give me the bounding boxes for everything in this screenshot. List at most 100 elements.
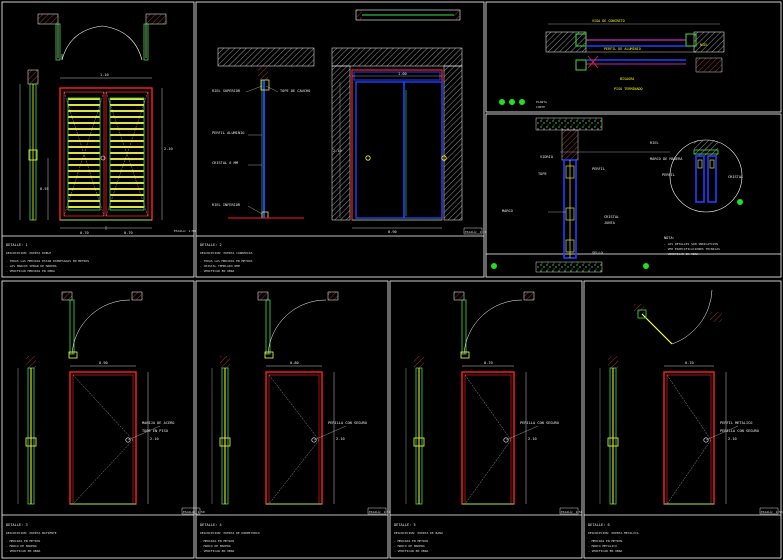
note: - MARCO DE MADERA	[6, 544, 37, 548]
door-swing-arc	[671, 289, 713, 345]
notes-title: DETALLE: 3	[6, 523, 28, 527]
sheet-scale: ESCALA: 1:50	[174, 229, 196, 233]
door-swing-arc	[101, 25, 143, 61]
dim-leaf: 0.70	[124, 231, 133, 235]
sheet-s5: 0.90 2.10 MANIJA DE ACERO TOPE EN PISO ESCAL…	[6, 291, 205, 553]
sheet-scale: ESCALA: 1:50	[183, 510, 205, 514]
door-swing-arc	[267, 299, 327, 355]
wall-hatch	[145, 13, 167, 25]
callout-label: JUNTA	[604, 221, 616, 225]
callout-label: PERFIL	[662, 173, 675, 177]
dim-height: 2.10	[150, 437, 159, 441]
section-marker-icon	[643, 263, 649, 269]
sheet-3: VIGA DE CONCRETO PERFIL DE ALUMINIO RIEL…	[499, 19, 725, 109]
note: - VER ESPECIFICACIONES TECNICAS	[664, 247, 720, 251]
section-marker-icon	[737, 199, 743, 205]
callout-label: PERFIL DE ALUMINIO	[604, 47, 641, 51]
note: - TODAS LAS MEDIDAS ESTAN EXPRESADAS EN …	[6, 259, 89, 263]
dim-height: 2.10	[164, 147, 173, 151]
notes-title: DETALLE: 1	[6, 243, 28, 247]
callout-label: RIEL	[650, 141, 659, 145]
section-marker-icon	[499, 99, 505, 105]
louver-panel	[109, 97, 145, 211]
notes-sub: DESCRIPCION: PUERTA DE BANO	[394, 531, 443, 535]
door-knob-icon	[125, 437, 131, 443]
door-knob-icon	[703, 437, 709, 443]
dim-handle: 0.55	[40, 187, 49, 191]
callout-label: PERFIL METALICO	[720, 421, 752, 425]
callout-label: CRISTAL	[604, 215, 619, 219]
callout-label: VIDRIO	[540, 155, 553, 159]
notes-sub: DESCRIPCION: PUERTA DE DORMITORIO	[200, 531, 260, 535]
callout-label: PISO TERMINADO	[614, 87, 643, 91]
callout-label: PERFIL ALUMINIO	[212, 131, 244, 135]
callout-label: BISAGRA	[620, 77, 634, 81]
callout-label: VIGA DE CONCRETO	[592, 19, 625, 23]
sheet-scale: ESCALA: 1:50	[561, 510, 583, 514]
note: - MEDIDAS EN METROS	[394, 539, 429, 543]
callout-label: TOPE EN PISO	[142, 429, 168, 433]
note: - MEDIDAS EN METROS	[6, 539, 41, 543]
door-swing-arc	[71, 299, 131, 355]
note: - VERIFICAR EN OBRA	[6, 549, 41, 553]
dim-width: 0.70	[484, 361, 493, 365]
notes-sub: DESCRIPCION: PUERTA DOBLE	[6, 251, 51, 255]
notes-sub: DESCRIPCION: PUERTA METALICA	[588, 531, 639, 535]
louver-panel	[67, 97, 101, 211]
note: - VERIFICAR EN OBRA	[588, 549, 623, 553]
dim-height: 2.10	[728, 437, 737, 441]
note: - LOS MARCOS SERAN DE MADERA	[6, 264, 57, 268]
dim-height: 2.10	[333, 149, 342, 153]
dim-height: 2.10	[528, 437, 537, 441]
dim-width: 1.10	[100, 73, 109, 77]
notes-title: DETALLE: 2	[200, 243, 222, 247]
note: - VERIFICAR EN OBRA	[664, 252, 699, 256]
notes-title: DETALLE: 6	[588, 523, 610, 527]
callout-label: RIEL SUPERIOR	[212, 89, 241, 93]
note: - CRISTAL TEMPLADO 6MM	[200, 264, 240, 268]
door-knob-icon	[311, 437, 317, 443]
door-knob-icon	[503, 437, 509, 443]
note: - VERIFICAR EN OBRA	[200, 269, 235, 273]
sheet-2: RIEL SUPERIOR TOPE DE CAUCHO PERFIL ALUM…	[200, 9, 487, 273]
note: PLANTA	[536, 100, 547, 104]
door-swing-arc	[61, 25, 103, 61]
notes-title: DETALLE: 5	[394, 523, 416, 527]
dim-height: 2.10	[336, 437, 345, 441]
callout-label: PERFIL	[592, 167, 605, 171]
section-marker-icon	[519, 99, 525, 105]
dim-width: 0.80	[290, 361, 299, 365]
swing-door-sheets: 0.90 2.10 MANIJA DE ACERO TOPE EN PISO ESCAL…	[6, 289, 783, 553]
callout-label: CRISTAL	[728, 175, 743, 179]
note: - VERIFICAR MEDIDAS EN OBRA	[6, 269, 55, 273]
sheet-s8: 0.70 2.10 PERFIL METALICO PERILLA CON SEGUR…	[588, 289, 783, 553]
sheet-scale: ESCALA: 1:50	[761, 510, 783, 514]
section-marker-icon	[509, 99, 515, 105]
dim-width: 0.70	[685, 361, 694, 365]
callout-label: MARCO	[502, 209, 513, 213]
glass-leaf	[403, 81, 443, 219]
section-marker-icon	[491, 263, 497, 269]
note: - MEDIDAS EN METROS	[588, 539, 623, 543]
sheet-1: 1.10 0.70 0.70 2.10 0.55 ESCALA: 1:50 DE…	[6, 13, 196, 273]
sheet-scale: ESCALA: 1:20	[465, 230, 487, 234]
callout-label: MANIJA DE ACERO	[142, 421, 174, 425]
notes-title: NOTA:	[664, 236, 675, 240]
note: CORTE	[536, 105, 545, 109]
callout-label: PERILLA CON SEGURO	[328, 421, 367, 425]
note: - LOS DETALLES SON INDICATIVOS	[664, 242, 718, 246]
notes-title: DETALLE: 4	[200, 523, 222, 527]
dim-leaf: 0.70	[80, 231, 89, 235]
dim-width: 1.00	[398, 72, 407, 76]
note: - MEDIDAS EN METROS	[200, 539, 235, 543]
dim-width: 0.90	[99, 361, 108, 365]
callout-label: PERILLA CON SEGURO	[720, 429, 759, 433]
note: - VERIFICAR EN OBRA	[394, 549, 429, 553]
note: - MARCO DE MADERA	[200, 544, 231, 548]
note: - MARCO DE MADERA	[394, 544, 425, 548]
callout-label: PERILLA CON SEGURO	[520, 421, 559, 425]
callout-label: SELLO	[592, 251, 603, 255]
